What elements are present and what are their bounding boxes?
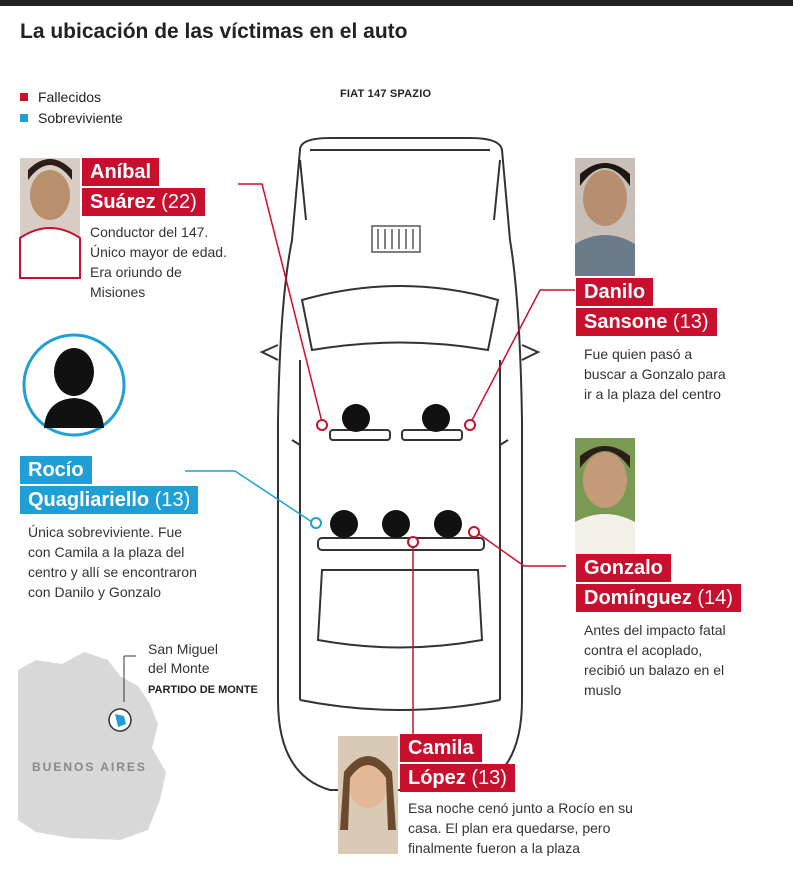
desc-line: buscar a Gonzalo para (584, 366, 726, 382)
desc-line: recibió un balazo en el (584, 662, 725, 678)
desc-line: Único mayor de edad. (90, 244, 227, 260)
desc-line: Conductor del 147. (90, 224, 209, 240)
desc-camila: Esa noche cenó junto a Rocío en su casa.… (408, 798, 633, 858)
desc-line: Era oriundo de (90, 264, 182, 280)
last-name: Suárez (90, 191, 156, 213)
age: (14) (697, 587, 733, 609)
map-partido-label: PARTIDO DE MONTE (148, 684, 258, 696)
map-place-line: San Miguel (148, 641, 219, 657)
desc-line: contra el acoplado, (584, 642, 703, 658)
age: (13) (672, 311, 709, 333)
legend-item-fallecidos: Fallecidos (20, 86, 123, 107)
head-danilo (422, 404, 450, 432)
desc-line: casa. El plan era quedarse, pero (408, 820, 611, 836)
name-last-gonzalo: Domínguez (14) (576, 584, 741, 612)
legend: Fallecidos Sobreviviente (20, 86, 123, 128)
connector-rocio (185, 470, 313, 523)
age: (13) (471, 767, 507, 789)
desc-line: con Danilo y Gonzalo (28, 584, 162, 600)
connector-danilo (469, 289, 575, 425)
seat-marker-gonzalo (468, 526, 480, 538)
desc-line: ir a la plaza del centro (584, 386, 721, 402)
legend-item-sobreviviente: Sobreviviente (20, 107, 123, 128)
name-last-camila: López (13) (400, 764, 515, 792)
legend-label: Fallecidos (38, 88, 102, 105)
page-title: La ubicación de las víctimas en el auto (20, 20, 408, 43)
car-grille (371, 225, 421, 253)
name-last-anibal: Suárez (22) (82, 188, 205, 216)
name-last-danilo: Sansone (13) (576, 308, 717, 336)
connector-gonzalo (475, 531, 566, 567)
car-outline (259, 137, 541, 791)
head-camila (382, 510, 410, 538)
photo-camila (338, 736, 398, 854)
desc-anibal: Conductor del 147. Único mayor de edad. … (90, 222, 227, 302)
seat-marker-danilo (464, 419, 476, 431)
desc-line: muslo (584, 682, 622, 698)
name-first-anibal: Aníbal (82, 158, 160, 186)
photo-danilo (575, 158, 635, 276)
name-first-gonzalo: Gonzalo (576, 554, 671, 582)
age: (22) (161, 191, 197, 213)
seat-marker-anibal (316, 419, 328, 431)
photo-anibal (19, 158, 81, 279)
desc-danilo: Fue quien pasó a buscar a Gonzalo para i… (584, 344, 726, 404)
last-name: Domínguez (584, 587, 692, 609)
desc-line: Antes del impacto fatal (584, 622, 726, 638)
photo-gonzalo (575, 438, 635, 554)
desc-line: con Camila a la plaza del (28, 544, 185, 560)
legend-label: Sobreviviente (38, 109, 123, 126)
desc-line: centro y allí se encontraron (28, 564, 197, 580)
desc-line: Fue quien pasó a (584, 346, 693, 362)
last-name: Quagliariello (28, 489, 150, 511)
desc-line: finalmente fueron a la plaza (408, 840, 580, 856)
map-place-label: San Miguel del Monte (148, 640, 218, 678)
buenos-aires-map (18, 652, 166, 840)
connector-anibal (238, 183, 323, 423)
age: (13) (154, 489, 191, 511)
name-last-rocio: Quagliariello (13) (20, 486, 199, 514)
desc-rocio: Única sobreviviente. Fue con Camila a la… (28, 522, 197, 602)
legend-swatch-blue (20, 113, 28, 122)
car-model-label: FIAT 147 SPAZIO (340, 88, 432, 100)
silhouette-avatar (22, 333, 126, 437)
name-first-danilo: Danilo (576, 278, 654, 306)
head-anibal (342, 404, 370, 432)
seat-marker-camila (407, 536, 419, 548)
desc-gonzalo: Antes del impacto fatal contra el acopla… (584, 620, 726, 700)
desc-line: Misiones (90, 284, 146, 300)
head-rocio (330, 510, 358, 538)
seat-marker-rocio (310, 517, 322, 529)
name-first-camila: Camila (400, 734, 482, 762)
map-place-line: del Monte (148, 660, 210, 676)
last-name: López (408, 767, 466, 789)
desc-line: Única sobreviviente. Fue (28, 524, 183, 540)
legend-swatch-red (20, 92, 28, 101)
head-gonzalo (434, 510, 462, 538)
map-province-label: BUENOS AIRES (32, 760, 147, 774)
top-rule (0, 0, 793, 6)
name-first-rocio: Rocío (20, 456, 92, 484)
last-name: Sansone (584, 311, 668, 333)
desc-line: Esa noche cenó junto a Rocío en su (408, 800, 633, 816)
